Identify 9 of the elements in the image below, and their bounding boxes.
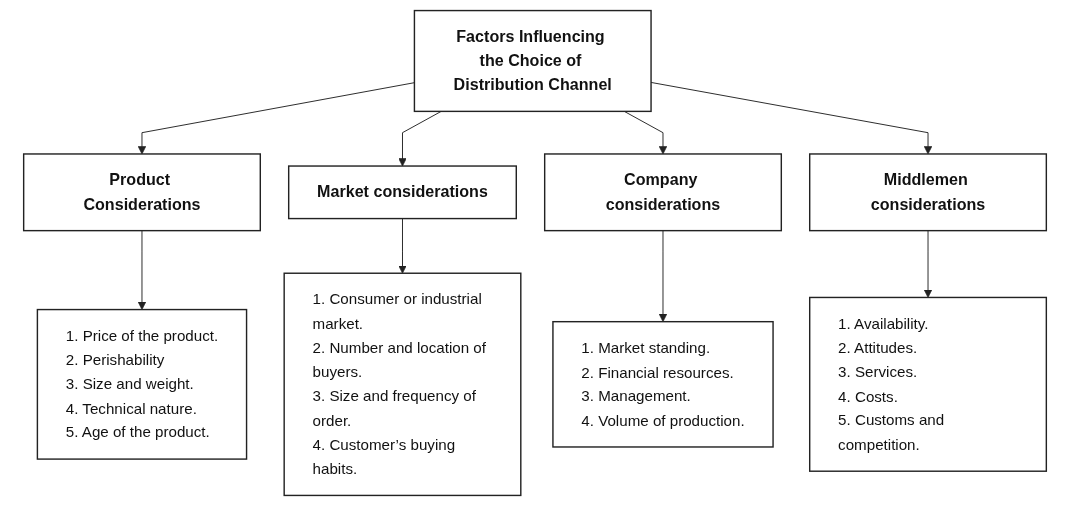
node-box: Company considerations bbox=[543, 153, 782, 232]
node-box: 1. Market standing. 2. Financial resources. 3. Management. 4. Volume of production. bbox=[551, 320, 774, 448]
node-box: 1. Consumer or industrial market. 2. Number and location of buyers. 3. Size and frequency of order. 4. Customer’s buying habits. bbox=[282, 272, 521, 497]
node-box: Middlemen considerations bbox=[808, 153, 1047, 232]
node-box: 1. Price of the product. 2. Perishability 3. Size and weight. 4. Technical nature. 5. Age of the product. bbox=[36, 308, 247, 460]
node-box: Product Considerations bbox=[22, 153, 261, 232]
node-box: Market considerations bbox=[287, 165, 517, 220]
node-box: 1. Availability. 2. Attitudes. 3. Services. 4. Costs. 5. Customs and competition. bbox=[808, 296, 1047, 472]
node-box: Factors Influencing the Choice of Distribution Channel bbox=[413, 9, 652, 113]
